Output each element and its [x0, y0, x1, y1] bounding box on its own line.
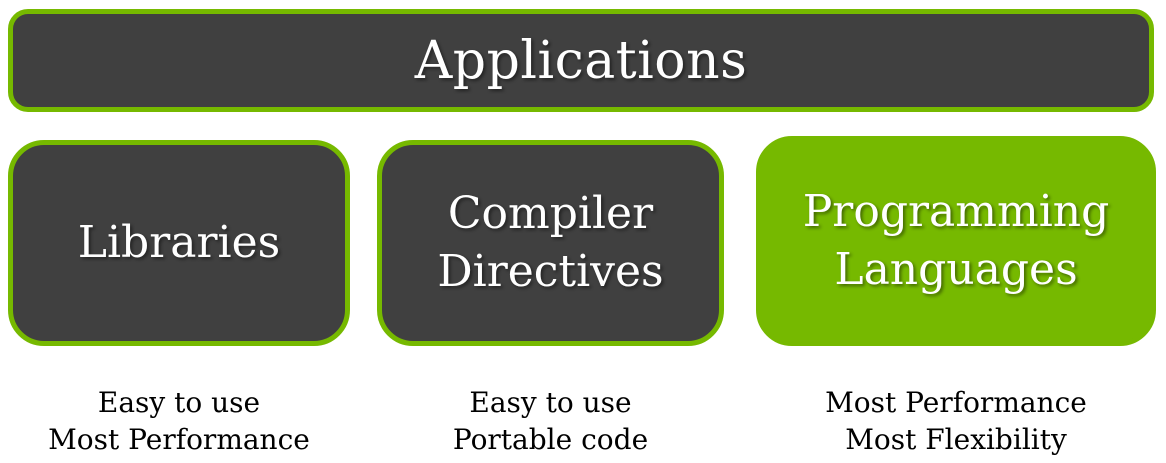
- programming-languages-label-line-2: Languages: [834, 244, 1078, 295]
- programming-languages-caption-line-2: Most Flexibility: [845, 423, 1067, 456]
- programming-languages-label-line-1: Programming: [802, 186, 1110, 237]
- compiler-directives-caption-line-1: Easy to use: [469, 386, 632, 419]
- programming-languages-caption-line-1: Most Performance: [825, 386, 1087, 419]
- applications-box: Applications: [8, 9, 1154, 112]
- libraries-caption-line-2: Most Performance: [48, 423, 310, 456]
- compiler-directives-caption-line-2: Portable code: [452, 423, 649, 456]
- compiler-directives-label-line-2: Directives: [437, 246, 664, 297]
- libraries-label: Libraries: [77, 217, 281, 268]
- compiler-directives-box: Compiler Directives: [377, 140, 724, 346]
- libraries-box: Libraries: [8, 140, 350, 346]
- compiler-directives-caption: Easy to use Portable code: [377, 384, 724, 458]
- applications-label: Applications: [414, 30, 748, 91]
- libraries-caption-line-1: Easy to use: [97, 386, 261, 419]
- programming-languages-caption: Most Performance Most Flexibility: [756, 384, 1156, 458]
- compiler-directives-label-line-1: Compiler: [447, 188, 654, 239]
- programming-languages-box: Programming Languages: [756, 136, 1156, 346]
- libraries-caption: Easy to use Most Performance: [8, 384, 350, 458]
